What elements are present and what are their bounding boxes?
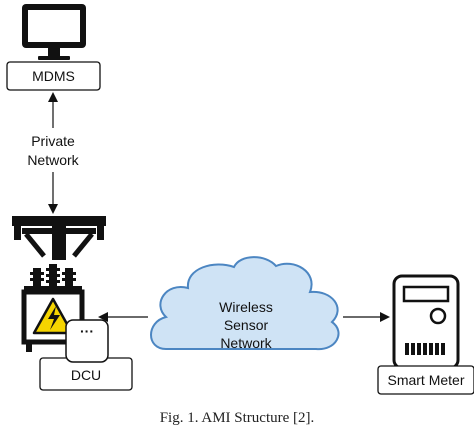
dcu-device-dots: ··· [80, 323, 94, 339]
private-network-link: Private Network [27, 92, 80, 214]
cloud-icon: Wireless Sensor Network [150, 256, 340, 351]
smart-meter-icon [392, 274, 460, 370]
wireless-label-line2: Sensor [224, 317, 269, 333]
wireless-label-line1: Wireless [219, 299, 273, 315]
lightning-icon [32, 297, 74, 335]
smart-meter-label: Smart Meter [387, 372, 464, 388]
dcu-label: DCU [71, 367, 101, 383]
wireless-label-line3: Network [220, 335, 272, 351]
mdms-box: MDMS [6, 61, 101, 91]
power-pole-icon [12, 216, 106, 260]
ami-diagram: MDMS Private Network [6, 4, 474, 395]
smart-meter-box: Smart Meter [377, 365, 474, 395]
mdms-label: MDMS [32, 68, 75, 84]
private-network-label-line2: Network [27, 152, 79, 168]
figure-caption: Fig. 1. AMI Structure [2]. [159, 410, 315, 426]
dcu-box: DCU [39, 357, 133, 391]
monitor-icon [22, 4, 86, 60]
dcu-device: ··· [65, 319, 109, 363]
private-network-label-line1: Private [31, 133, 75, 149]
